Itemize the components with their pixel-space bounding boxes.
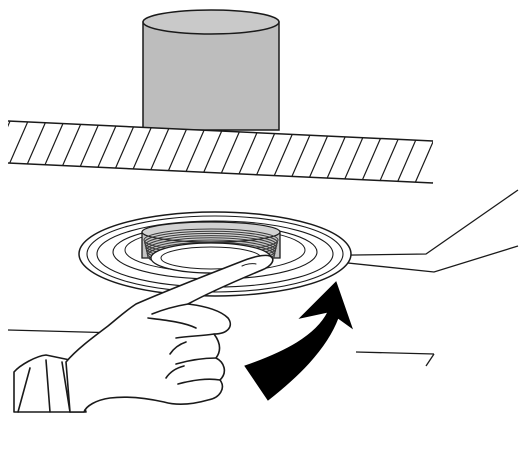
hatch-line: [448, 112, 482, 190]
rotation-arrow: [245, 282, 352, 400]
hatch-line: [430, 112, 464, 190]
duct-cylinder: [143, 10, 279, 130]
hatch-line: [466, 112, 500, 190]
